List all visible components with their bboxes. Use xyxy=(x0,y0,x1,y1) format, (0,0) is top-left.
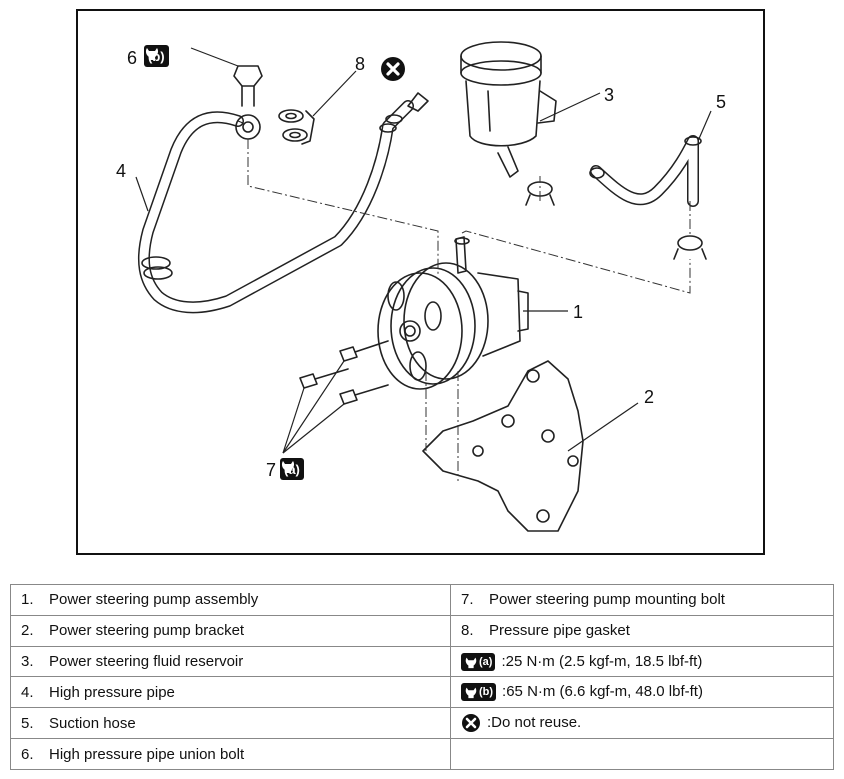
legend-number: 3. xyxy=(21,653,34,671)
callout-3: 3 xyxy=(604,85,615,105)
legend-label: High pressure pipe union bolt xyxy=(49,745,245,763)
torque-badge-a: (a) xyxy=(280,458,304,480)
legend-row: 1. Power steering pump assembly 7. Power s… xyxy=(10,584,834,616)
torque-wrench-icon xyxy=(465,657,477,668)
leader-lines xyxy=(135,47,712,454)
badge-code: (a) xyxy=(479,655,493,668)
do-not-reuse-text: :Do not reuse. xyxy=(487,714,582,732)
torque-badge-a-mini: (a) xyxy=(461,652,496,671)
legend-cell: :Do not reuse. xyxy=(450,707,834,740)
do-not-reuse-icon xyxy=(462,714,480,733)
badge-code: (b) xyxy=(479,686,494,699)
suction-hose xyxy=(589,135,702,207)
callout-8: 8 xyxy=(355,54,366,74)
parts-legend-table: 1. Power steering pump assembly 7. Power s… xyxy=(10,584,834,770)
legend-cell: 6. High pressure pipe union bolt xyxy=(10,738,451,770)
pump-bracket xyxy=(422,360,584,532)
power-steering-pump xyxy=(377,236,529,390)
legend-cell: (a) :25 N·m (2.5 kgf-m, 18.5 lbf-ft) xyxy=(450,645,834,678)
legend-label: Power steering fluid reservoir xyxy=(49,653,244,671)
legend-cell: (b) :65 N·m (6.6 kgf-m, 48.0 lbf-ft) xyxy=(450,676,834,709)
callout-4: 4 xyxy=(116,161,127,181)
legend-cell: 5. Suction hose xyxy=(10,707,451,740)
high-pressure-pipe xyxy=(137,92,429,314)
fluid-reservoir xyxy=(460,41,557,178)
union-bolt xyxy=(233,65,263,140)
callout-2: 2 xyxy=(644,387,655,407)
torque-badge-b-mini: (b) xyxy=(461,683,497,702)
legend-label: Suction hose xyxy=(49,714,136,732)
legend-number: 1. xyxy=(21,591,34,609)
legend-label: High pressure pipe xyxy=(49,683,175,701)
callout-7: 7 xyxy=(266,460,277,480)
legend-row: 5. Suction hose :Do not reuse. xyxy=(10,707,834,740)
diagram-drawing xyxy=(135,41,712,532)
parts-diagram: 6 (b) 8 3 5 4 1 2 7 (a) xyxy=(76,9,765,555)
legend-row: 2. Power steering pump bracket 8. Pressure… xyxy=(10,614,834,647)
hose-clamp-lower xyxy=(673,235,707,260)
pressure-pipe-gaskets xyxy=(278,109,315,145)
legend-number: 2. xyxy=(21,622,34,640)
do-not-reuse-icon xyxy=(381,57,405,81)
legend-cell: 8. Pressure pipe gasket xyxy=(450,614,834,647)
legend-label: Power steering pump bracket xyxy=(49,622,245,640)
callout-6: 6 xyxy=(127,48,138,68)
legend-label: Power steering pump mounting bolt xyxy=(489,591,725,609)
legend-cell: 3. Power steering fluid reservoir xyxy=(10,645,451,678)
torque-wrench-icon xyxy=(281,461,295,473)
callout-5: 5 xyxy=(716,92,727,112)
torque-badge-b: (b) xyxy=(144,45,169,67)
legend-row: 3. Power steering fluid reservoir (a) :25… xyxy=(10,645,834,678)
legend-label: Power steering pump assembly xyxy=(49,591,259,609)
legend-cell: 7. Power steering pump mounting bolt xyxy=(450,584,834,616)
legend-number: 7. xyxy=(461,591,474,609)
mounting-bolts xyxy=(299,340,389,405)
legend-cell: 4. High pressure pipe xyxy=(10,676,451,709)
legend-number: 4. xyxy=(21,683,34,701)
legend-cell-empty xyxy=(450,738,834,770)
legend-number: 6. xyxy=(21,745,34,763)
torque-spec-a: :25 N·m (2.5 kgf-m, 18.5 lbf-ft) xyxy=(501,652,703,670)
torque-wrench-icon xyxy=(465,688,477,699)
legend-cell: 1. Power steering pump assembly xyxy=(10,584,451,616)
alignment-lines xyxy=(247,139,691,481)
legend-cell: 2. Power steering pump bracket xyxy=(10,614,451,647)
legend-number: 5. xyxy=(21,714,34,732)
callout-1: 1 xyxy=(573,302,584,322)
legend-number: 8. xyxy=(461,622,474,640)
legend-row: 4. High pressure pipe (b) :65 N·m (6.6 kg… xyxy=(10,676,834,709)
legend-label: Pressure pipe gasket xyxy=(489,622,630,640)
torque-wrench-icon xyxy=(145,48,159,60)
torque-spec-b: :65 N·m (6.6 kgf-m, 48.0 lbf-ft) xyxy=(502,683,703,701)
legend-row: 6. High pressure pipe union bolt xyxy=(10,738,834,770)
